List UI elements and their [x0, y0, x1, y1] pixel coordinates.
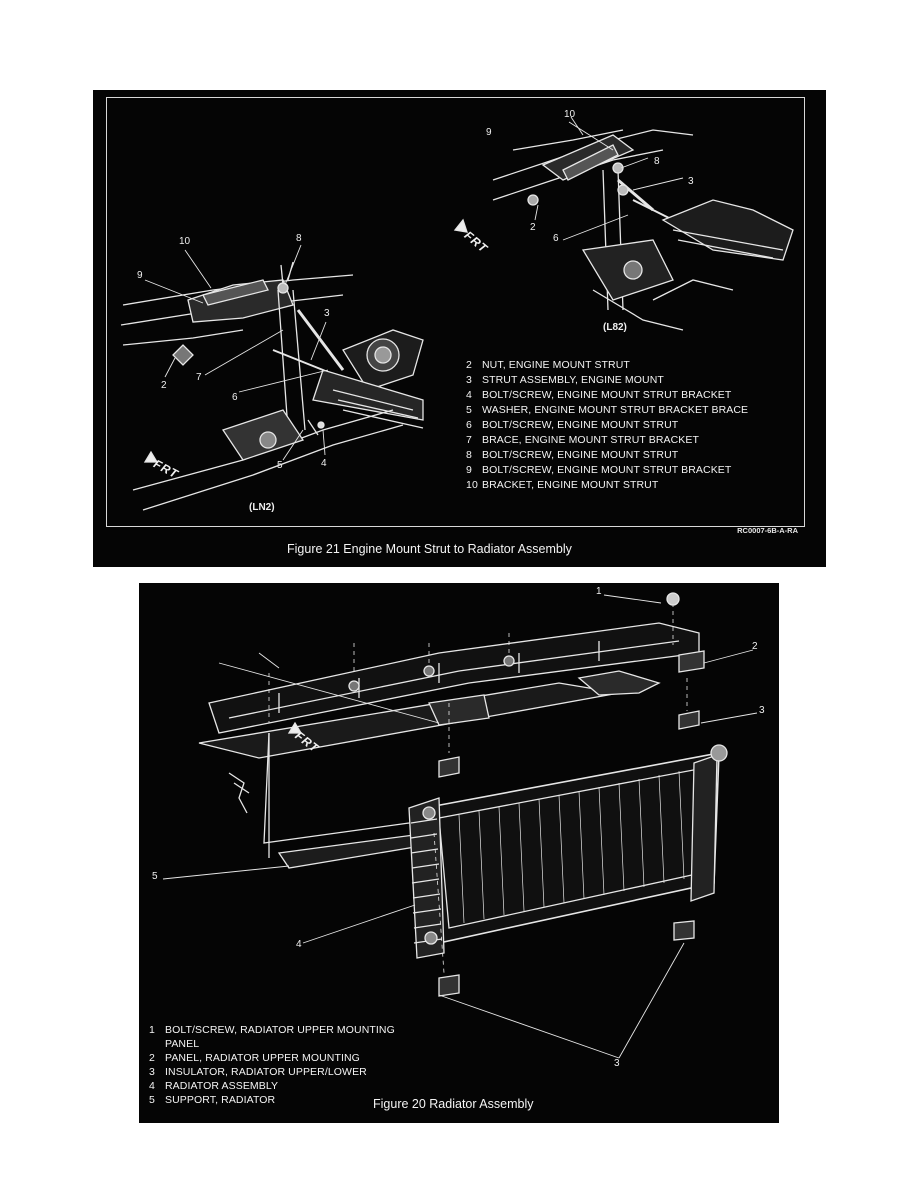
callout-3-upper: 3 [759, 705, 765, 716]
illustration-code: RC0007-6B-A-RA [737, 526, 798, 535]
callout-10-right: 10 [564, 109, 576, 120]
callout-10-left: 10 [179, 236, 191, 247]
callout-9-left: 9 [137, 270, 143, 281]
callout-6-right: 6 [553, 233, 559, 244]
callout-3-right: 3 [688, 176, 694, 187]
callout-2: 2 [752, 641, 758, 652]
callout-8-right: 8 [654, 156, 660, 167]
callout-2-left: 2 [161, 380, 167, 391]
callout-3-left: 3 [324, 308, 330, 319]
callout-5: 5 [152, 871, 158, 882]
callout-7-left: 7 [196, 372, 202, 383]
engine-tag-l82: (L82) [603, 322, 627, 333]
figure-frame [106, 97, 805, 527]
callout-4-left: 4 [321, 458, 327, 469]
callout-5-left: 5 [277, 460, 283, 471]
engine-mount-strut-illustration [120, 116, 794, 511]
callout-6-left: 6 [232, 392, 238, 403]
callout-1: 1 [596, 586, 602, 597]
figure-21-panel: 10 8 9 3 2 7 6 5 4 10 9 8 3 2 6 FRT FRT … [93, 90, 826, 567]
legend-row-continuation: PANEL [165, 1038, 200, 1050]
callout-8-left: 8 [296, 233, 302, 244]
callout-2-right: 2 [530, 222, 536, 233]
callout-4: 4 [296, 939, 302, 950]
figure-21-caption: Figure 21 Engine Mount Strut to Radiator… [287, 542, 572, 556]
callout-9-right: 9 [486, 127, 492, 138]
figure-20-caption: Figure 20 Radiator Assembly [373, 1097, 534, 1111]
engine-tag-ln2: (LN2) [249, 502, 275, 513]
callout-3-lower: 3 [614, 1058, 620, 1069]
radiator-assembly-illustration [162, 592, 758, 1059]
